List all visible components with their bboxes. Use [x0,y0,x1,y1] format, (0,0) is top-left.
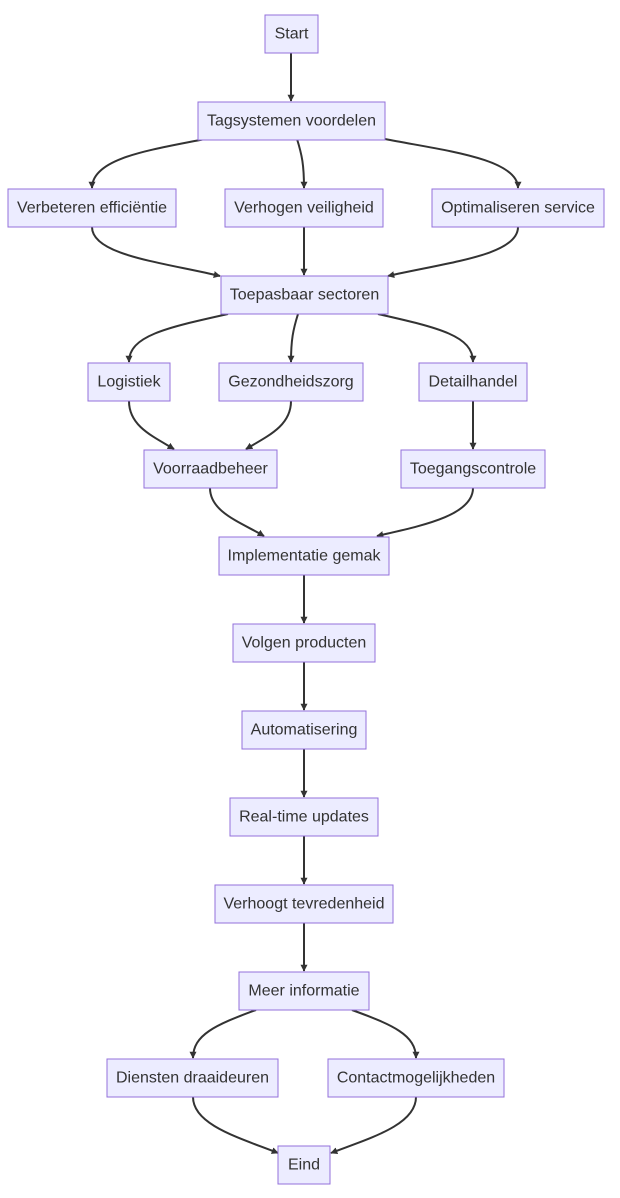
node-label: Tagsystemen voordelen [207,113,376,130]
node-verbeteren-efficientie[interactable]: Verbeteren efficiëntie [7,188,177,228]
node-label: Voorraadbeheer [153,461,268,478]
node-label: Optimaliseren service [441,200,595,217]
node-diensten-draaideuren[interactable]: Diensten draaideuren [106,1058,279,1098]
node-label: Implementatie gemak [228,548,382,565]
node-label: Diensten draaideuren [116,1070,269,1087]
node-label: Contactmogelijkheden [337,1070,495,1087]
node-label: Toepasbaar sectoren [230,287,379,304]
node-label: Verhogen veiligheid [234,200,374,217]
node-real-time-updates[interactable]: Real-time updates [229,797,379,837]
edge-gezondheidszorg-voorraadbeheer [245,400,292,450]
edge-voorraadbeheer-implementatie [209,487,265,537]
node-label: Volgen producten [242,635,367,652]
node-label: Start [275,26,309,43]
node-contactmogelijkheden[interactable]: Contactmogelijkheden [327,1058,505,1098]
edge-logistiek-voorraadbeheer [128,400,175,450]
edges [88,53,522,1155]
node-label: Logistiek [97,374,161,391]
edge-efficientie-sectoren [91,226,221,278]
node-eind[interactable]: Eind [277,1145,331,1185]
edge-sectoren-gezondheidszorg [287,313,299,363]
node-label: Automatisering [251,722,358,739]
edge-sectoren-detailhandel [377,313,477,363]
edge-sectoren-logistiek [125,313,229,363]
edge-diensten-eind [192,1096,279,1154]
node-toegangscontrole[interactable]: Toegangscontrole [400,449,546,489]
node-label: Real-time updates [239,809,369,826]
node-voorraadbeheer[interactable]: Voorraadbeheer [143,449,278,489]
node-logistiek[interactable]: Logistiek [87,362,171,402]
edge-meerinfo-diensten [189,1009,257,1059]
node-verhogen-veiligheid[interactable]: Verhogen veiligheid [224,188,384,228]
node-label: Verbeteren efficiëntie [17,200,167,217]
node-detailhandel[interactable]: Detailhandel [418,362,528,402]
node-toepasbaar-sectoren[interactable]: Toepasbaar sectoren [220,275,389,315]
node-label: Gezondheidszorg [228,374,353,391]
node-verhoogt-tevredenheid[interactable]: Verhoogt tevredenheid [214,884,394,924]
node-optimaliseren-service[interactable]: Optimaliseren service [431,188,605,228]
node-gezondheidszorg[interactable]: Gezondheidszorg [218,362,364,402]
edge-toegangscontrole-implementatie [376,487,474,538]
edge-tagsystemen-efficientie [88,138,206,189]
edge-contact-eind [330,1096,417,1155]
node-volgen-producten[interactable]: Volgen producten [232,623,376,663]
edge-meerinfo-contact [351,1009,420,1059]
node-label: Detailhandel [429,374,518,391]
node-meer-informatie[interactable]: Meer informatie [238,971,370,1011]
node-label: Verhoogt tevredenheid [223,896,384,913]
edge-service-sectoren [387,226,519,279]
edge-tagsystemen-veiligheid [296,138,308,189]
node-label: Toegangscontrole [410,461,536,478]
node-automatisering[interactable]: Automatisering [241,710,367,750]
node-start[interactable]: Start [264,14,319,54]
node-implementatie-gemak[interactable]: Implementatie gemak [218,536,390,576]
node-label: Eind [288,1157,320,1174]
node-tagsystemen-voordelen[interactable]: Tagsystemen voordelen [197,101,386,141]
edge-tagsystemen-service [384,138,522,189]
node-label: Meer informatie [248,983,359,1000]
